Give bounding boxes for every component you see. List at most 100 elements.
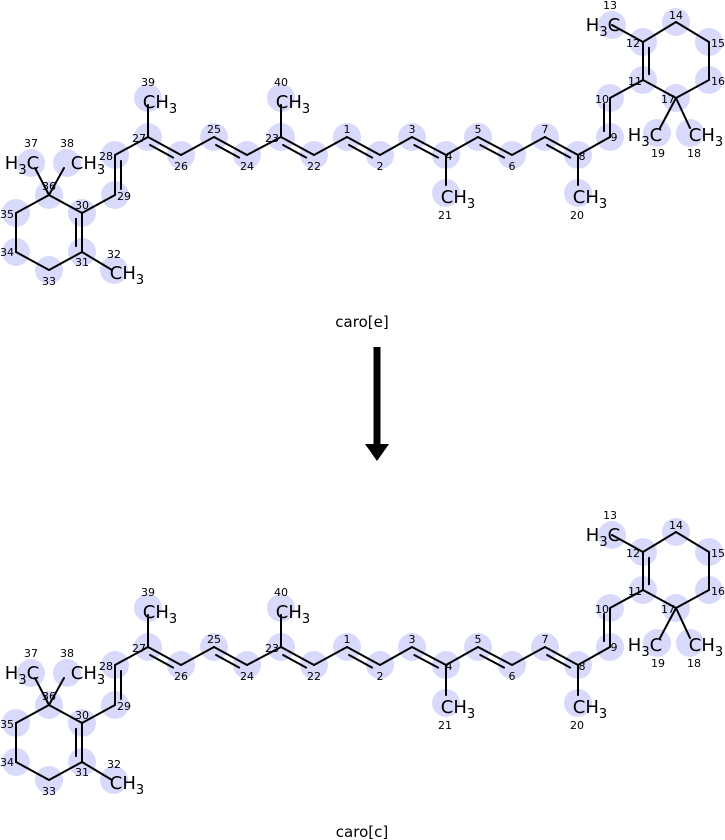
bond-22-1	[313, 646, 348, 666]
atom-number-37: 37	[24, 647, 38, 660]
bond-16-17	[675, 79, 710, 99]
bond-17-11	[642, 79, 677, 99]
bond-5-6	[477, 646, 513, 666]
bond-1-2	[346, 646, 381, 666]
bond-1-2	[346, 136, 381, 156]
atom-number-25: 25	[207, 123, 221, 136]
bond-35-36	[15, 704, 50, 724]
bond-16-17	[675, 589, 710, 609]
bond-36-37	[34, 167, 50, 196]
atom-highlight-20	[564, 179, 592, 207]
atom-number-29: 29	[117, 190, 131, 203]
bond-31-33	[48, 251, 83, 271]
atom-number-6: 6	[509, 670, 516, 683]
atom-number-10: 10	[595, 603, 609, 616]
bond-27-26	[147, 646, 182, 666]
bond-23-22-second	[282, 653, 308, 669]
bond-26-25	[180, 136, 215, 156]
bond-17-18	[675, 607, 691, 639]
methyl-label-32: CH3	[110, 773, 144, 798]
methyl-label-38: CH3	[71, 663, 105, 688]
atom-number-4: 4	[446, 150, 453, 163]
bond-17-18	[675, 97, 691, 129]
bond-36-30	[48, 194, 83, 214]
bond-33-34	[15, 251, 50, 271]
atom-number-25: 25	[207, 633, 221, 646]
atom-number-12: 12	[626, 37, 640, 50]
atom-number-39: 39	[141, 76, 155, 89]
methyl-label-20: CH3	[573, 187, 607, 212]
atom-highlight-18	[676, 119, 704, 147]
bond-25-24-second	[215, 143, 241, 159]
atom-number-14: 14	[669, 519, 683, 532]
atom-number-34: 34	[0, 756, 14, 769]
atom-number-39: 39	[141, 586, 155, 599]
atom-number-26: 26	[174, 160, 188, 173]
bond-7-8	[544, 136, 579, 156]
bond-26-25	[180, 646, 215, 666]
bond-23-22	[280, 136, 315, 156]
bond-14-15	[675, 21, 710, 43]
bond-7-8-second	[546, 143, 572, 159]
bond-5-6	[477, 136, 513, 156]
bond-27-26	[147, 136, 182, 156]
atom-number-27: 27	[132, 642, 146, 655]
atom-number-33: 33	[42, 275, 56, 288]
atom-highlight-18	[676, 629, 704, 657]
atom-number-1: 1	[344, 123, 351, 136]
atom-number-2: 2	[377, 670, 384, 683]
bond-23-22	[280, 646, 315, 666]
bond-28-27	[114, 136, 149, 156]
atom-number-16: 16	[711, 585, 725, 598]
bond-14-15	[675, 531, 710, 553]
atom-number-32: 32	[107, 248, 121, 261]
methyl-label-13: H3C	[586, 525, 620, 550]
atom-number-31: 31	[75, 256, 89, 269]
bond-10-11	[609, 79, 644, 99]
atom-number-35: 35	[0, 718, 14, 731]
atom-number-40: 40	[274, 586, 288, 599]
atom-number-17: 17	[661, 93, 675, 106]
atom-number-10: 10	[595, 93, 609, 106]
methyl-label-18: CH3	[689, 125, 723, 150]
bond-17-11	[642, 589, 677, 609]
methyl-label-32: CH3	[110, 263, 144, 288]
bond-7-8-second	[546, 653, 572, 669]
atom-number-24: 24	[240, 160, 254, 173]
atom-number-12: 12	[626, 547, 640, 560]
atom-number-11: 11	[628, 75, 642, 88]
bond-7-8	[544, 646, 579, 666]
atom-highlight-19	[643, 119, 671, 147]
atom-highlight-20	[564, 689, 592, 717]
bond-2-3	[379, 646, 413, 666]
reaction-arrow	[365, 347, 389, 461]
methyl-label-40: CH3	[276, 602, 310, 627]
atom-highlight-38	[53, 149, 81, 177]
atom-number-13: 13	[603, 509, 617, 522]
atom-number-7: 7	[542, 633, 549, 646]
atom-number-30: 30	[75, 709, 89, 722]
atom-number-14: 14	[669, 9, 683, 22]
atom-number-5: 5	[475, 633, 482, 646]
atom-number-21: 21	[438, 719, 452, 732]
bond-6-7	[511, 646, 546, 666]
methyl-label-40: CH3	[276, 92, 310, 117]
atom-highlight-40	[267, 594, 295, 622]
atom-number-20: 20	[570, 209, 584, 222]
atom-number-5: 5	[475, 123, 482, 136]
bond-30-29	[81, 704, 116, 724]
bond-22-1	[313, 136, 348, 156]
bond-12-13	[611, 534, 644, 553]
bond-25-24-second	[215, 653, 241, 669]
atom-number-22: 22	[307, 160, 321, 173]
atom-number-19: 19	[651, 147, 665, 160]
atom-number-22: 22	[307, 670, 321, 683]
atom-number-16: 16	[711, 75, 725, 88]
atom-number-28: 28	[99, 660, 113, 673]
bond-12-14	[642, 531, 677, 553]
bond-31-33	[48, 761, 83, 781]
atom-highlight-37	[17, 149, 45, 177]
atom-highlight-38	[53, 659, 81, 687]
atom-number-38: 38	[60, 137, 74, 150]
